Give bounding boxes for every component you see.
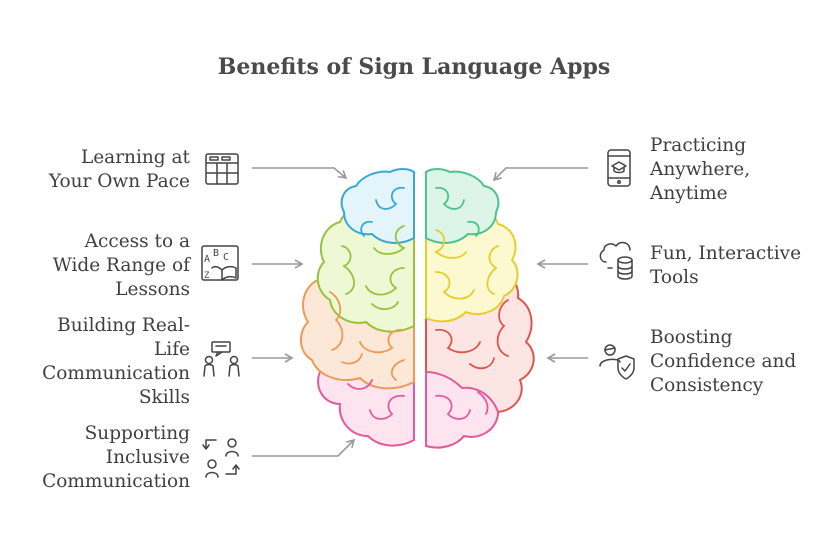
calendar-grid-icon xyxy=(205,153,239,185)
arrow-inclusive xyxy=(252,438,356,457)
benefit-label-inclusive: Supporting Inclusive Communication xyxy=(42,423,190,492)
cloud-database-icon xyxy=(599,241,633,280)
abc-book-icon: A B C Z xyxy=(201,245,239,281)
arrow-learning-pace xyxy=(252,167,348,180)
benefit-label-wide-range: Access to a Wide Range of Lessons xyxy=(52,231,190,300)
benefit-label-confidence: Boosting Confidence and Consistency xyxy=(650,327,797,396)
arrow-anywhere xyxy=(492,167,588,182)
right-hemisphere xyxy=(425,168,535,449)
svg-text:B: B xyxy=(213,248,219,259)
benefit-label-learning-pace: Learning at Your Own Pace xyxy=(48,147,190,192)
benefit-label-anywhere: Practicing Anywhere, Anytime xyxy=(650,135,751,204)
lobe-right-bottom-pink xyxy=(425,370,500,449)
svg-text:C: C xyxy=(223,252,229,263)
connector-arrows xyxy=(252,167,588,457)
people-exchange-icon xyxy=(202,438,240,478)
people-chat-icon xyxy=(203,341,240,377)
svg-text:Z: Z xyxy=(204,271,210,281)
left-hemisphere xyxy=(300,168,415,447)
benefit-label-interactive: Fun, Interactive Tools xyxy=(650,243,802,288)
benefit-label-real-life: Building Real- Life Communication Skills xyxy=(42,315,190,408)
page-title: Benefits of Sign Language Apps xyxy=(217,54,611,80)
svg-text:A: A xyxy=(204,254,210,265)
user-shield-icon xyxy=(599,344,635,380)
smartphone-learning-icon xyxy=(607,149,631,187)
